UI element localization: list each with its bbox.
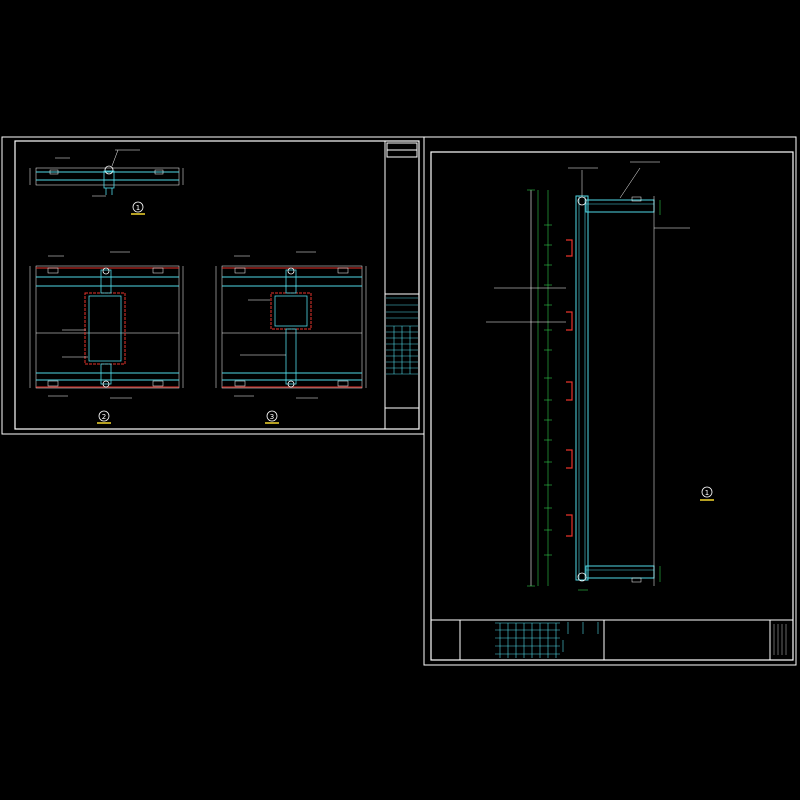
detail-tag-3[interactable]: 3	[265, 410, 279, 424]
elevation-detail-tag-1-label: 1	[705, 489, 709, 497]
detail-1-section[interactable]: 1	[29, 149, 184, 215]
sheet-right-outer-frame	[423, 136, 797, 666]
elevation-detail-tag-1[interactable]: 1	[700, 486, 714, 501]
sheet-left-title-strip	[384, 141, 419, 429]
elevation-detail[interactable]: 1	[486, 161, 714, 591]
detail-tag-2[interactable]: 2	[97, 410, 111, 424]
detail-tag-1[interactable]: 1	[131, 201, 145, 215]
sheet-right[interactable]: 1	[423, 136, 797, 666]
detail-3-section[interactable]: 3	[215, 251, 367, 424]
sheet-right-border	[430, 151, 794, 661]
sheet-left-border	[14, 140, 420, 430]
detail-2-section[interactable]: 2	[29, 251, 184, 424]
detail-tag-3-label: 3	[270, 413, 274, 421]
detail-tag-2-label: 2	[102, 413, 106, 421]
sheet-right-title-block	[431, 619, 793, 660]
detail-tag-1-label: 1	[136, 204, 140, 212]
sheet-left[interactable]: 1	[1, 136, 425, 435]
